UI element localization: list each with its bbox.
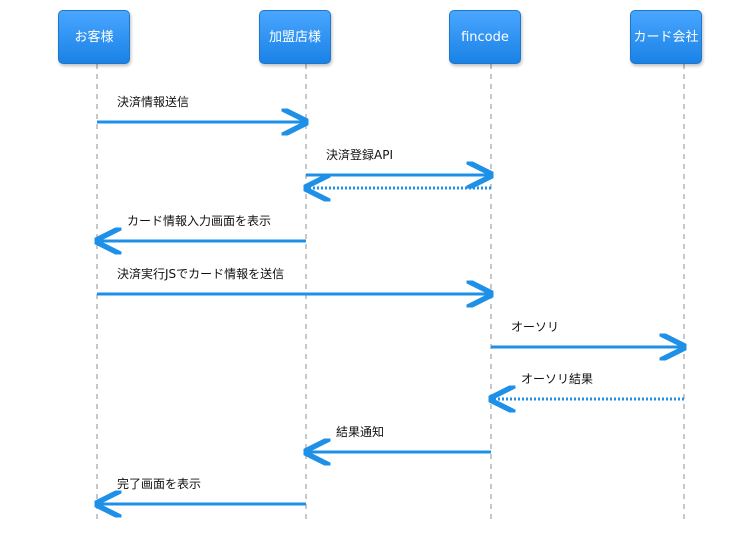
participant-merchant: 加盟店様 — [259, 10, 331, 64]
message-label: オーソリ結果 — [521, 372, 593, 386]
participant-fincode: fincode — [449, 10, 521, 64]
message-label: 結果通知 — [336, 425, 384, 439]
message-label: カード情報入力画面を表示 — [127, 214, 271, 228]
message-label: オーソリ — [511, 320, 559, 334]
participant-card-company: カード会社 — [630, 10, 702, 64]
message-label: 完了画面を表示 — [117, 476, 201, 491]
message-label: 決済実行JSでカード情報を送信 — [117, 266, 284, 281]
message-label: 決済情報送信 — [117, 94, 189, 109]
participant-customer: お客様 — [58, 10, 130, 64]
message-label: 決済登録API — [326, 147, 393, 162]
